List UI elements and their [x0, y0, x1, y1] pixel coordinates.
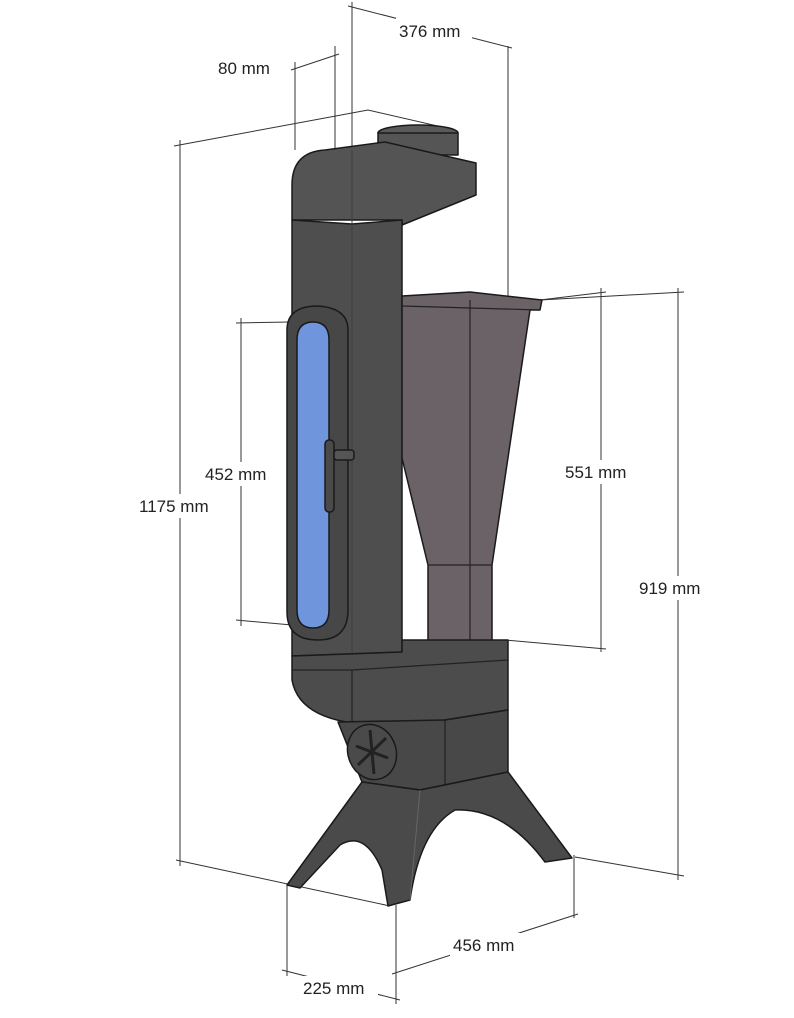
door-glass	[296, 321, 330, 629]
dim-hopper-top-height: 919 mm	[639, 579, 700, 598]
stove-legs	[286, 771, 573, 907]
fan-icon	[346, 723, 398, 781]
dim-base-width: 456 mm	[453, 936, 514, 955]
dim-base-depth: 225 mm	[303, 979, 364, 998]
pellet-hopper	[401, 291, 543, 643]
dim-total-height: 1175 mm	[139, 497, 209, 516]
dim-door-height: 452 mm	[205, 465, 266, 484]
door-handle	[324, 439, 335, 513]
dim-flue-offset: 376 mm	[399, 22, 460, 41]
stove	[286, 124, 573, 907]
dim-flue-depth: 80 mm	[218, 59, 270, 78]
dimension-labels: 376 mm 80 mm 452 mm 1175 mm 551 mm 919 m…	[136, 18, 714, 1000]
dim-hopper-height: 551 mm	[565, 463, 626, 482]
